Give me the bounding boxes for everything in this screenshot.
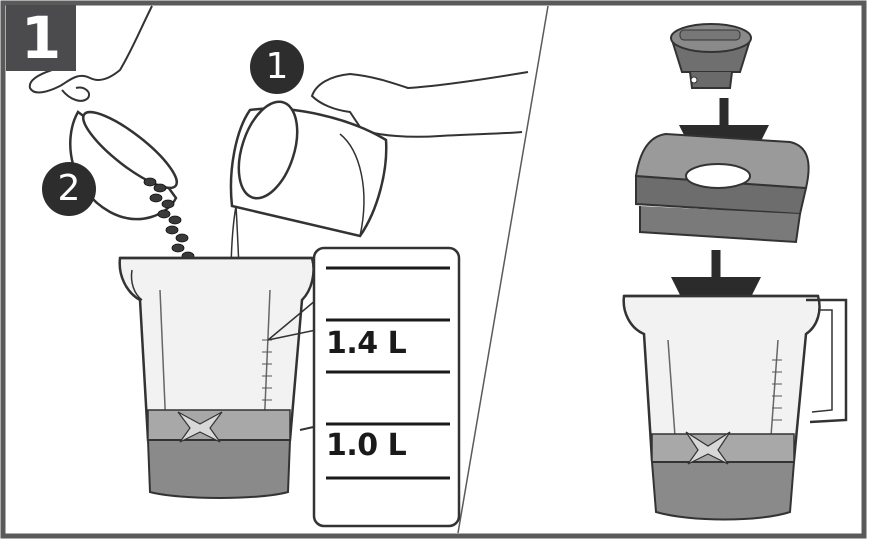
zoom-label-1-4l: 1.4 L [326, 326, 407, 361]
zoom-connector [267, 299, 317, 341]
zoom-graduation-lines [326, 266, 450, 480]
blender-base-right [650, 461, 796, 521]
callout-1: 1 [250, 40, 304, 94]
blender-jar-left [118, 256, 346, 499]
lid [634, 132, 810, 244]
zoom-label-1-0l: 1.0 L [326, 428, 407, 463]
measuring-cap [670, 23, 752, 89]
blade-left [177, 411, 223, 443]
step-number-badge: 1 [6, 5, 76, 71]
blender-base-left [146, 439, 292, 499]
right-hand-arm [310, 71, 529, 138]
pitcher [229, 100, 388, 238]
zoom-panel [312, 246, 461, 528]
callout-2: 2 [42, 162, 96, 216]
left-hand-fingers [61, 86, 90, 102]
bowl [69, 110, 179, 221]
panel-divider [457, 5, 549, 534]
blade-right [685, 431, 731, 465]
blender-jar-right [622, 294, 848, 521]
